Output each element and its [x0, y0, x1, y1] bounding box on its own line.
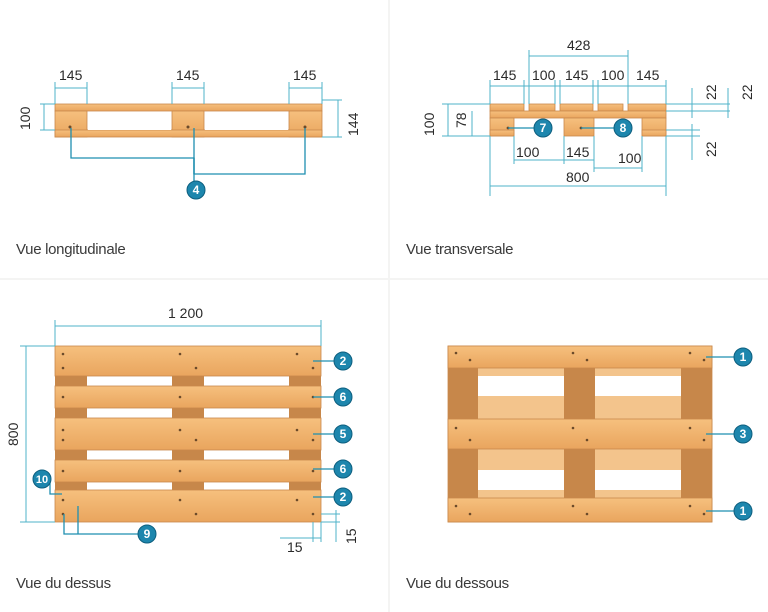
bottom-board-3 [447, 418, 713, 450]
caption-transversal: Vue transversale [406, 241, 514, 258]
dim-bot-100b: 100 [618, 150, 642, 166]
longitudinal-drawing: 145 145 145 100 144 4 [17, 67, 361, 200]
dim-22b: 22 [739, 84, 755, 100]
top-board [54, 103, 323, 112]
badge-2-bottom: 2 [333, 487, 353, 507]
dim-428: 428 [567, 37, 591, 53]
badge-10: 10 [32, 469, 52, 489]
svg-text:4: 4 [193, 183, 200, 197]
gap-right [205, 112, 288, 130]
svg-text:6: 6 [340, 462, 347, 476]
svg-text:6: 6 [340, 390, 347, 404]
panel-bottom-view: 1 3 1 Vue du dessous [390, 280, 768, 612]
svg-text:9: 9 [144, 527, 151, 541]
bottom-board-1 [447, 345, 713, 369]
badge-6-lower: 6 [333, 459, 353, 479]
top-board-2 [54, 385, 322, 409]
dim-15b: 15 [343, 528, 359, 544]
dim-22c: 22 [703, 141, 719, 157]
badge-9: 9 [137, 524, 157, 544]
svg-text:10: 10 [36, 474, 48, 486]
svg-text:3: 3 [740, 427, 747, 441]
top-board-3 [54, 417, 322, 451]
dim-top-145a: 145 [493, 67, 517, 83]
panel-top-view: 1 200 800 15 15 2 6 5 6 2 10 [0, 280, 388, 612]
caption-top-view: Vue du dessus [16, 575, 111, 592]
dim-top-100b: 100 [601, 67, 625, 83]
badge-7: 7 [533, 118, 553, 138]
dim-h-100: 100 [421, 112, 437, 136]
badge-1-top: 1 [733, 347, 753, 367]
dim-800: 800 [566, 169, 590, 185]
svg-text:2: 2 [340, 354, 347, 368]
panel-longitudinal: 145 145 145 100 144 4 Vue longitudinale [0, 0, 388, 278]
svg-text:1: 1 [740, 504, 747, 518]
bottom-board [54, 129, 323, 138]
top-view-drawing: 1 200 800 15 15 2 6 5 6 2 10 [5, 305, 359, 555]
badge-3: 3 [733, 424, 753, 444]
svg-text:7: 7 [540, 121, 547, 135]
dim-top-145c: 145 [636, 67, 660, 83]
badge-4: 4 [186, 180, 206, 200]
dim-bot-145: 145 [566, 144, 590, 160]
dim-1200: 1 200 [168, 305, 203, 321]
caption-bottom-view: Vue du dessous [406, 575, 509, 592]
svg-text:1: 1 [740, 350, 747, 364]
dim-top-145b: 145 [565, 67, 589, 83]
bottom-view-drawing: 1 3 1 [447, 345, 753, 523]
dim-15a: 15 [287, 539, 303, 555]
gap-left [88, 112, 171, 130]
dim-block-mid: 145 [176, 67, 200, 83]
dim-22a: 22 [703, 84, 719, 100]
dim-height-100: 100 [17, 106, 33, 130]
top-board-1 [54, 345, 322, 377]
transversal-drawing: 428 145 100 145 100 145 100 78 22 22 22 [421, 37, 755, 196]
badge-2-top: 2 [333, 351, 353, 371]
dim-bot-100a: 100 [516, 144, 540, 160]
dim-h-78: 78 [453, 112, 469, 128]
badge-5: 5 [333, 424, 353, 444]
dim-block-left: 145 [59, 67, 83, 83]
top-board-5 [54, 489, 322, 523]
bottom-board-1b [447, 497, 713, 523]
top-board-4 [54, 459, 322, 483]
badge-8: 8 [613, 118, 633, 138]
dim-800-top: 800 [5, 422, 21, 446]
badge-1-bottom: 1 [733, 501, 753, 521]
svg-text:8: 8 [620, 121, 627, 135]
dim-block-right: 145 [293, 67, 317, 83]
dim-top-100a: 100 [532, 67, 556, 83]
svg-text:5: 5 [340, 427, 347, 441]
dim-height-144: 144 [345, 112, 361, 136]
panel-transversal: 428 145 100 145 100 145 100 78 22 22 22 [390, 0, 768, 278]
badge-6-upper: 6 [333, 387, 353, 407]
caption-longitudinal: Vue longitudinale [16, 241, 126, 258]
svg-text:2: 2 [340, 490, 347, 504]
